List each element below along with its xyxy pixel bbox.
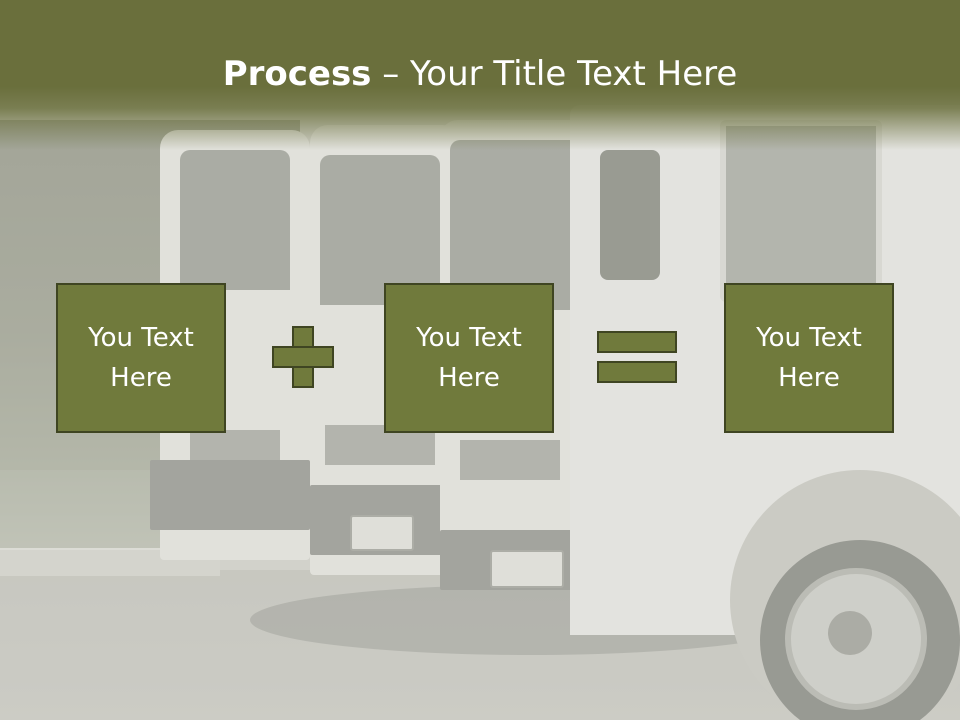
side-mirror	[600, 150, 660, 280]
truck-1	[150, 130, 310, 560]
title-band	[0, 0, 960, 150]
title-bold: Process	[222, 54, 372, 94]
process-box-3[interactable]: You Text Here	[724, 283, 894, 433]
process-box-2-text: You Text Here	[416, 323, 522, 393]
process-box-1-text: You Text Here	[88, 323, 194, 393]
wheel-hub-center	[828, 611, 872, 655]
process-box-3-text: You Text Here	[756, 323, 862, 393]
process-box-2[interactable]: You Text Here	[384, 283, 554, 433]
plus-icon	[272, 326, 334, 388]
slide-title[interactable]: Process – Your Title Text Here	[0, 52, 960, 96]
equals-icon	[597, 331, 677, 385]
title-rest: – Your Title Text Here	[371, 54, 738, 94]
process-box-1[interactable]: You Text Here	[56, 283, 226, 433]
